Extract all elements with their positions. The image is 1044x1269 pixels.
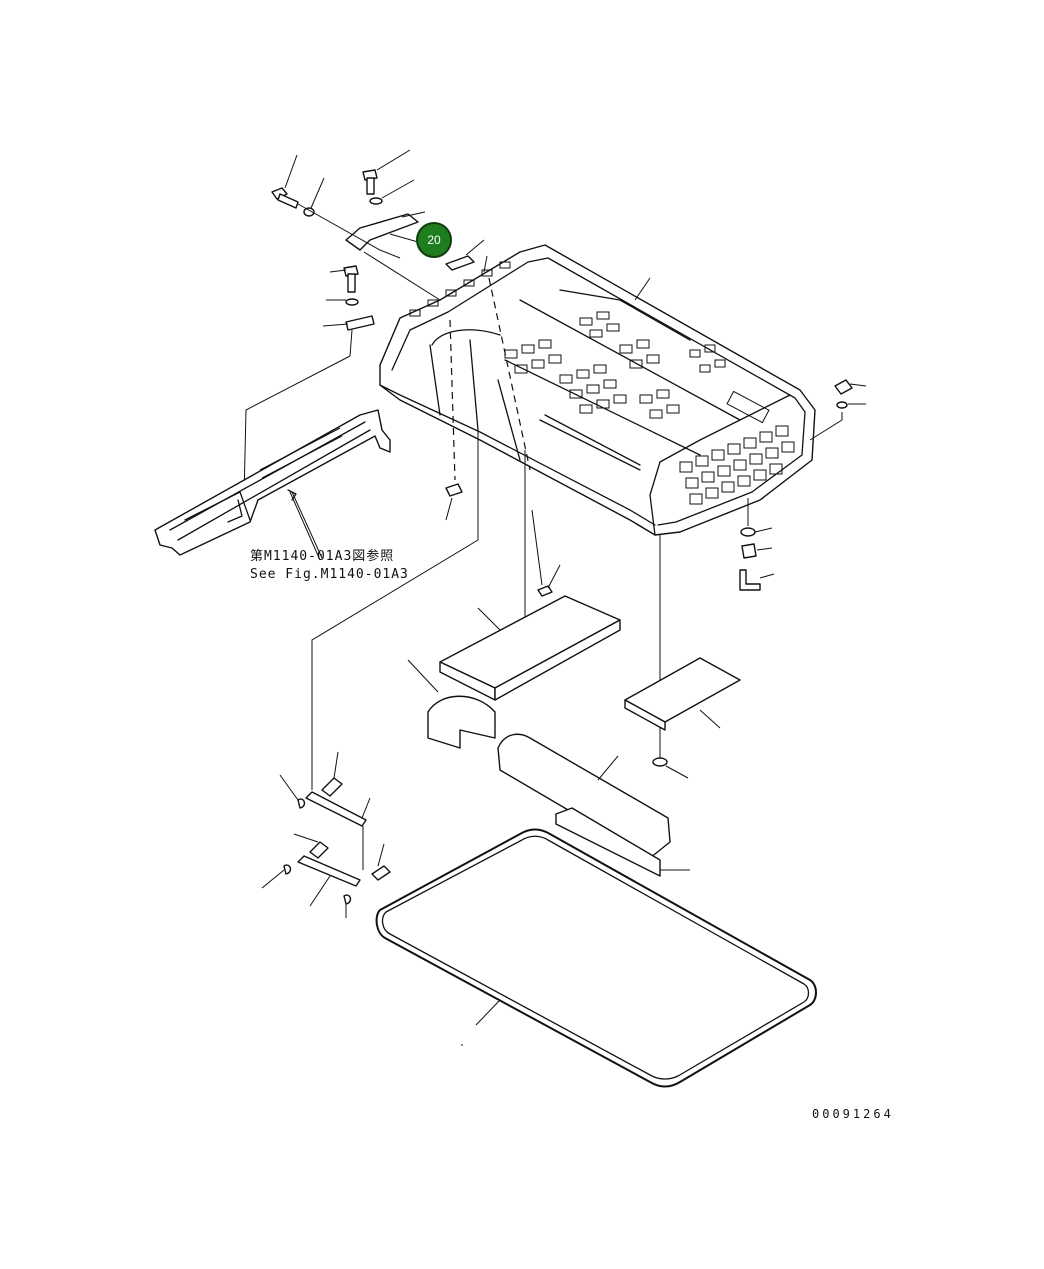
right-fasteners: [739, 379, 867, 591]
reference-leader: [291, 491, 323, 559]
headliner-pads: [407, 595, 741, 877]
left-linkage-parts: [261, 751, 391, 918]
drawing-code: 00091264: [812, 1107, 894, 1121]
clip-small-1: [445, 483, 463, 497]
callout-badge-20[interactable]: 20: [389, 222, 452, 258]
callout-circle[interactable]: [416, 222, 452, 258]
callout-number: 20: [427, 233, 441, 247]
side-rail-frame: [154, 409, 391, 561]
clip-small-2: [537, 585, 553, 597]
reference-arrow: [287, 489, 297, 501]
cab-roof-assembly: [379, 244, 816, 536]
reference-label-en: See Fig.M1140-01A3: [250, 567, 409, 582]
upper-fasteners: [243, 149, 651, 499]
reference-label-jp: 第M1140-01A3図参照: [250, 548, 394, 564]
roof-seal-frame: [375, 828, 817, 1088]
leader-left-route: [311, 430, 479, 790]
